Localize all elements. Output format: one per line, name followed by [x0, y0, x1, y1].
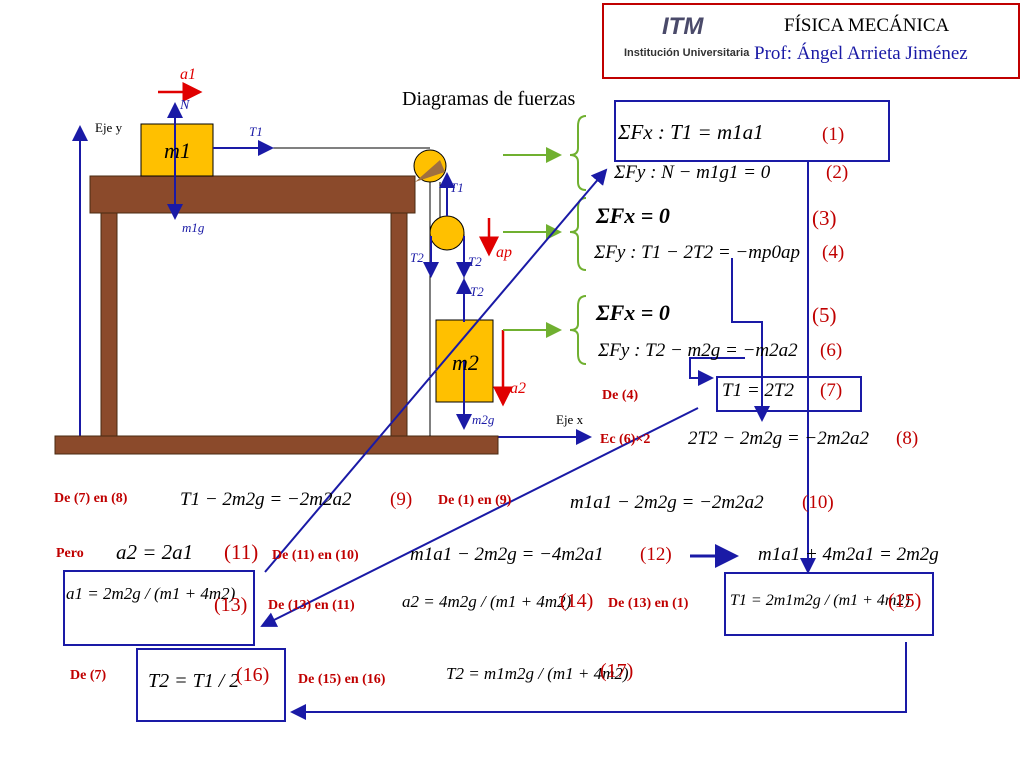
brace-1	[569, 115, 587, 191]
box-eq13	[63, 570, 255, 646]
eq-5-num: (5)	[812, 303, 837, 327]
header-box: ITM Institución Universitaria FÍSICA MEC…	[602, 3, 1020, 79]
eq-12-num: (12)	[640, 544, 672, 565]
itm-logo: ITM Institución Universitaria	[624, 13, 754, 59]
eq-12: m1a1 − 2m2g = −4m2a1	[410, 544, 604, 565]
eq-11: a2 = 2a1	[116, 540, 194, 564]
eq-2: ΣFy : N − m1g1 = 0	[614, 162, 771, 183]
label-de15en16: De (15) en (16)	[298, 672, 386, 687]
block-m1	[140, 123, 214, 177]
eq-1: ΣFx : T1 = m1a1	[618, 120, 764, 144]
eq-4-num: (4)	[822, 242, 845, 263]
label-axis-x: Eje x	[556, 412, 584, 427]
label-de1en9: De (1) en (9)	[438, 493, 512, 508]
page-title: Diagramas de fuerzas	[402, 88, 576, 110]
label-axis-y: Eje y	[95, 120, 123, 135]
eq-9: T1 − 2m2g = −2m2a2	[180, 489, 352, 510]
eq-3-num: (3)	[812, 206, 837, 230]
eq-16-num: (16)	[236, 664, 270, 686]
label-de7en8: De (7) en (8)	[54, 491, 128, 506]
flow-15-to-16	[290, 642, 907, 720]
eq-11-num: (11)	[224, 540, 259, 564]
eq-14-num: (14)	[560, 590, 594, 612]
eq-10-num: (10)	[802, 492, 834, 513]
pulley-bracket	[415, 160, 445, 182]
floor	[54, 435, 499, 455]
eq-12b: m1a1 + 4m2a1 = 2m2g	[758, 544, 939, 565]
eq-15-num: (15)	[888, 590, 922, 612]
eq-7-num: (7)	[820, 380, 843, 401]
eq-2-num: (2)	[826, 162, 849, 183]
eq-16: T2 = T1 / 2	[148, 670, 240, 692]
label-de13en11: De (13) en (11)	[268, 598, 355, 613]
eq-4: ΣFy : T1 − 2T2 = −mp0ap	[594, 242, 800, 263]
table-top	[89, 175, 416, 214]
brace-3	[569, 295, 587, 365]
box-eq1	[614, 100, 890, 162]
flow-6-to-7	[689, 357, 745, 386]
table-leg-right	[390, 212, 408, 437]
eq-10: m1a1 − 2m2g = −2m2a2	[570, 492, 764, 513]
label-m2: m2	[452, 350, 479, 375]
label-a1: a1	[180, 66, 196, 83]
label-de7: De (7)	[70, 668, 107, 683]
flow-13-to-1	[264, 168, 608, 573]
label-de13en1: De (13) en (1)	[608, 596, 689, 611]
eq-17-num: (17)	[600, 660, 634, 682]
label-de4: De (4)	[602, 388, 639, 403]
label-m2g: m2g	[472, 412, 495, 427]
eq-8-num: (8)	[896, 428, 919, 449]
label-ec6x2: Ec (6)×2	[600, 432, 651, 447]
pulley-mobile	[429, 215, 465, 251]
table-leg-left	[100, 212, 118, 437]
label-N: N	[180, 98, 190, 113]
eq-14: a2 = 4m2g / (m1 + 4m2)	[402, 592, 572, 611]
label-pero: Pero	[56, 546, 84, 561]
label-de11en10: De (11) en (10)	[272, 548, 359, 563]
label-T2-block: T2	[470, 284, 484, 299]
professor-name: Prof: Ángel Arrieta Jiménez	[754, 43, 968, 64]
box-eq16	[136, 648, 286, 722]
label-m1: m1	[164, 138, 191, 163]
eq-8: 2T2 − 2m2g = −2m2a2	[688, 428, 869, 449]
eq-6: ΣFy : T2 − m2g = −m2a2	[598, 340, 798, 361]
course-title: FÍSICA MECÁNICA	[784, 15, 950, 36]
eq-17: T2 = m1m2g / (m1 + 4m2)	[446, 664, 629, 683]
eq-5: ΣFx = 0	[596, 300, 670, 325]
eq-13-num: (13)	[214, 594, 248, 616]
box-eq7	[716, 376, 862, 412]
eq-6-num: (6)	[820, 340, 843, 361]
flow-4-to-7	[731, 258, 770, 422]
logo-institution: Institución Universitaria	[624, 47, 750, 59]
label-T2-left: T2	[410, 250, 424, 265]
eq-15: T1 = 2m1m2g / (m1 + 4m2)	[730, 592, 910, 609]
label-a2: a2	[510, 380, 526, 397]
label-ap: ap	[496, 244, 512, 261]
label-T1-block: T1	[249, 124, 263, 139]
eq-3: ΣFx = 0	[596, 203, 670, 228]
eq-7: T1 = 2T2	[722, 380, 794, 401]
eq-9-num: (9)	[390, 489, 413, 510]
label-T1-pulley: T1	[450, 180, 464, 195]
flow-7-to-13	[260, 407, 699, 627]
box-eq15	[724, 572, 934, 636]
logo-mark: ITM	[662, 13, 704, 40]
eq-13: a1 = 2m2g / (m1 + 4m2)	[66, 584, 236, 603]
label-T2-right: T2	[468, 254, 482, 269]
eq-1-num: (1)	[822, 124, 845, 145]
label-m1g: m1g	[182, 220, 205, 235]
